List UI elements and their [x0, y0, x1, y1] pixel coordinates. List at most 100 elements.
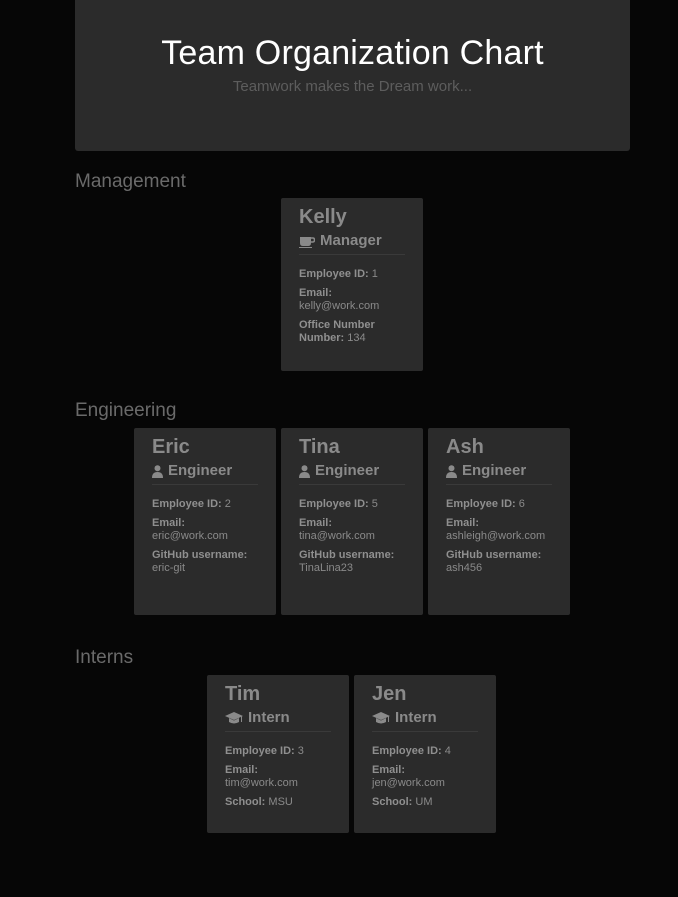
page-subtitle: Teamwork makes the Dream work... [232, 78, 473, 95]
employee-id-label: Employee ID: [152, 498, 222, 510]
school-value: MSU [268, 796, 293, 808]
card-header: Eric Engineer [152, 428, 258, 485]
school-label: School: [372, 796, 413, 808]
employee-card-manager: Kelly Manager Employee ID: 1 Email:kelly… [281, 198, 423, 371]
employee-id-value: 4 [444, 745, 451, 757]
employee-id-label: Employee ID: [299, 268, 369, 280]
employee-id-row: Employee ID: 2 [152, 498, 258, 511]
section-title-management: Management [75, 171, 186, 192]
employee-id-value: 3 [297, 745, 304, 757]
email-link[interactable]: tim@work.com [225, 777, 298, 789]
card-header: Jen Intern [372, 675, 478, 732]
email-row: Email:eric@work.com [152, 517, 258, 543]
user-icon [152, 464, 163, 478]
employee-id-row: Employee ID: 5 [299, 498, 405, 511]
employee-card-engineer: Ash Engineer Employee ID: 6 Email:ashlei… [428, 428, 570, 615]
github-link[interactable]: eric-git [152, 562, 186, 574]
github-row: GitHub username:TinaLina23 [299, 549, 405, 575]
school-row: School: UM [372, 796, 478, 809]
email-label: Email: [299, 287, 333, 299]
card-details: Employee ID: 3 Email:tim@work.com School… [207, 732, 349, 825]
office-label-2: Number: [299, 332, 345, 344]
page-title: Team Organization Chart [161, 34, 544, 72]
email-label: Email: [446, 517, 480, 529]
school-label: School: [225, 796, 266, 808]
graduation-cap-icon [372, 711, 390, 723]
employee-id-row: Employee ID: 4 [372, 745, 478, 758]
employee-id-label: Employee ID: [225, 745, 295, 757]
user-icon [299, 464, 310, 478]
email-link[interactable]: jen@work.com [372, 777, 445, 789]
card-details: Employee ID: 5 Email:tina@work.com GitHu… [281, 485, 423, 591]
card-details: Employee ID: 1 Email:kelly@work.com Offi… [281, 255, 423, 361]
employee-id-label: Employee ID: [299, 498, 369, 510]
github-row: GitHub username:eric-git [152, 549, 258, 575]
employee-role-label: Engineer [462, 462, 527, 479]
email-link[interactable]: tina@work.com [299, 530, 375, 542]
employee-id-value: 5 [371, 498, 378, 510]
employee-card-intern: Jen Intern Employee ID: 4 Email:jen@work… [354, 675, 496, 833]
email-row: Email:jen@work.com [372, 764, 478, 790]
card-header: Tina Engineer [299, 428, 405, 485]
card-details: Employee ID: 6 Email:ashleigh@work.com G… [428, 485, 570, 591]
employee-id-label: Employee ID: [372, 745, 442, 757]
employee-name: Kelly [299, 206, 347, 228]
email-row: Email:tim@work.com [225, 764, 331, 790]
email-row: Email:kelly@work.com [299, 287, 405, 313]
email-link[interactable]: eric@work.com [152, 530, 228, 542]
email-row: Email:tina@work.com [299, 517, 405, 543]
employee-id-row: Employee ID: 3 [225, 745, 331, 758]
employee-card-engineer: Eric Engineer Employee ID: 2 Email:eric@… [134, 428, 276, 615]
github-label: GitHub username: [446, 549, 542, 561]
employee-id-row: Employee ID: 1 [299, 268, 405, 281]
coffee-icon [299, 236, 315, 248]
employee-name: Eric [152, 436, 190, 458]
employee-role: Engineer [446, 461, 552, 481]
employee-card-intern: Tim Intern Employee ID: 3 Email:tim@work… [207, 675, 349, 833]
github-link[interactable]: TinaLina23 [299, 562, 354, 574]
employee-id-value: 1 [371, 268, 378, 280]
card-details: Employee ID: 2 Email:eric@work.com GitHu… [134, 485, 276, 591]
employee-role-label: Intern [395, 709, 437, 726]
github-link[interactable]: ash456 [446, 562, 483, 574]
github-label: GitHub username: [152, 549, 248, 561]
office-label: Office Number [299, 319, 375, 331]
card-details: Employee ID: 4 Email:jen@work.com School… [354, 732, 496, 825]
github-label: GitHub username: [299, 549, 395, 561]
employee-role-label: Intern [248, 709, 290, 726]
employee-role-label: Engineer [315, 462, 380, 479]
employee-role: Intern [372, 708, 478, 728]
employee-role: Manager [299, 231, 405, 251]
email-label: Email: [225, 764, 259, 776]
school-row: School: MSU [225, 796, 331, 809]
employee-role: Engineer [299, 461, 405, 481]
card-header: Ash Engineer [446, 428, 552, 485]
employee-id-row: Employee ID: 6 [446, 498, 552, 511]
office-value: 134 [347, 332, 366, 344]
email-label: Email: [372, 764, 406, 776]
employee-name: Tim [225, 683, 261, 705]
school-value: UM [415, 796, 433, 808]
section-title-interns: Interns [75, 647, 134, 668]
email-label: Email: [152, 517, 186, 529]
email-label: Email: [299, 517, 333, 529]
employee-name: Ash [446, 436, 484, 458]
employee-name: Tina [299, 436, 340, 458]
graduation-cap-icon [225, 711, 243, 723]
email-row: Email:ashleigh@work.com [446, 517, 552, 543]
card-header: Tim Intern [225, 675, 331, 732]
employee-role: Intern [225, 708, 331, 728]
email-link[interactable]: kelly@work.com [299, 300, 380, 312]
employee-name: Jen [372, 683, 407, 705]
employee-id-label: Employee ID: [446, 498, 516, 510]
section-title-engineering: Engineering [75, 400, 177, 421]
employee-role-label: Engineer [168, 462, 233, 479]
email-link[interactable]: ashleigh@work.com [446, 530, 546, 542]
employee-role: Engineer [152, 461, 258, 481]
employee-card-engineer: Tina Engineer Employee ID: 5 Email:tina@… [281, 428, 423, 615]
employee-id-value: 6 [518, 498, 525, 510]
github-row: GitHub username:ash456 [446, 549, 552, 575]
card-header: Kelly Manager [299, 198, 405, 255]
user-icon [446, 464, 457, 478]
